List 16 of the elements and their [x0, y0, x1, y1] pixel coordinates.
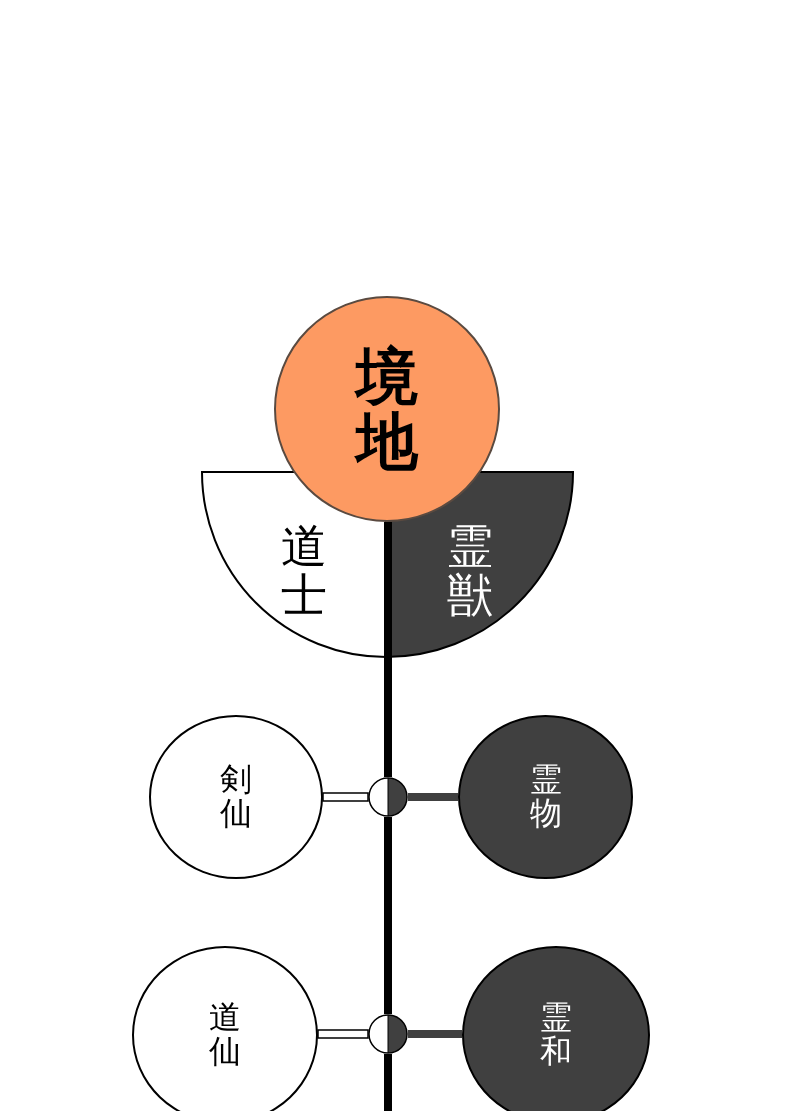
- connector-line: [384, 1054, 392, 1111]
- connector-line: [384, 817, 392, 1014]
- node-label: 霊和: [540, 1001, 572, 1069]
- node-label: 境地: [356, 343, 418, 475]
- node-label: 道仙: [209, 1001, 241, 1069]
- connector-line: [408, 1030, 462, 1038]
- connector-line: [408, 793, 458, 801]
- connector-line: [317, 1029, 369, 1039]
- node-label: 霊獣: [447, 522, 493, 619]
- connector-line: [322, 792, 369, 802]
- node-label: 道士: [280, 522, 327, 619]
- node-label: 剣仙: [220, 763, 252, 831]
- node-label: 霊物: [529, 763, 562, 831]
- connector-line: [384, 522, 392, 777]
- junction-circle: [368, 1014, 408, 1054]
- junction-circle: [368, 777, 408, 817]
